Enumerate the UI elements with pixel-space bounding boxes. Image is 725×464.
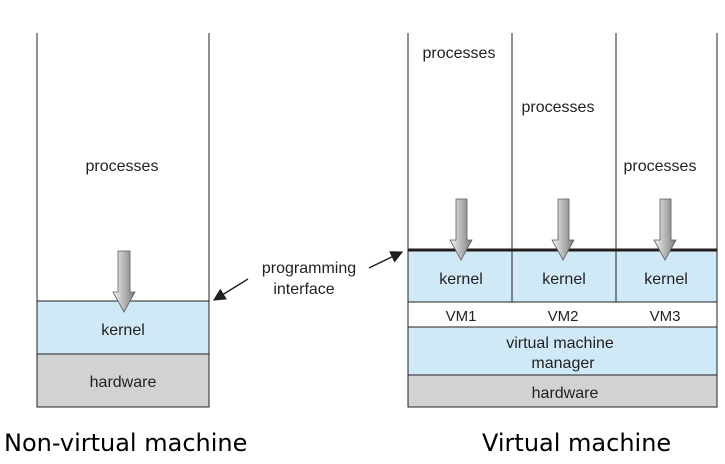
- non-virtual-machine: processes kernel hardware: [36, 33, 210, 408]
- vm-hardware-layer: [407, 374, 718, 408]
- vm2-system-call-arrow-icon: [551, 198, 575, 261]
- programming-interface-callout: programming interface: [212, 251, 404, 301]
- non-virtual-caption: Non-virtual machine: [4, 429, 247, 457]
- vm2-processes-label: processes: [522, 99, 595, 116]
- pointer-arrow-left-icon: [212, 278, 249, 301]
- processes-label: processes: [86, 158, 159, 175]
- callout-line-2: interface: [273, 281, 334, 298]
- vm3-system-call-arrow-icon: [653, 198, 677, 261]
- callout-line-1: programming: [262, 260, 356, 277]
- vm3-processes-label: processes: [624, 158, 697, 175]
- vm3-label: VM3: [650, 308, 681, 325]
- vm1-label: VM1: [446, 308, 477, 325]
- vm1-processes-label: processes: [423, 45, 496, 62]
- vm1-kernel-label: kernel: [439, 271, 483, 288]
- vm-manager-layer: [407, 326, 718, 376]
- virtual-machine: processes processes processes kernel ker…: [407, 33, 718, 408]
- vm1-system-call-arrow-icon: [449, 198, 473, 261]
- pointer-arrow-right-icon: [368, 251, 404, 269]
- vm-hardware-label: hardware: [532, 385, 599, 402]
- virtual-caption: Virtual machine: [482, 429, 671, 457]
- hardware-label: hardware: [90, 374, 157, 391]
- vm3-kernel-label: kernel: [644, 271, 688, 288]
- vm2-kernel-label: kernel: [542, 271, 586, 288]
- vm2-label: VM2: [548, 308, 579, 325]
- vm-manager-label-line-1: virtual machine: [506, 335, 614, 352]
- kernel-label: kernel: [101, 322, 145, 339]
- vm-manager-label-line-2: manager: [531, 355, 595, 372]
- system-call-arrow-icon: [112, 250, 136, 313]
- hardware-layer: [36, 353, 210, 408]
